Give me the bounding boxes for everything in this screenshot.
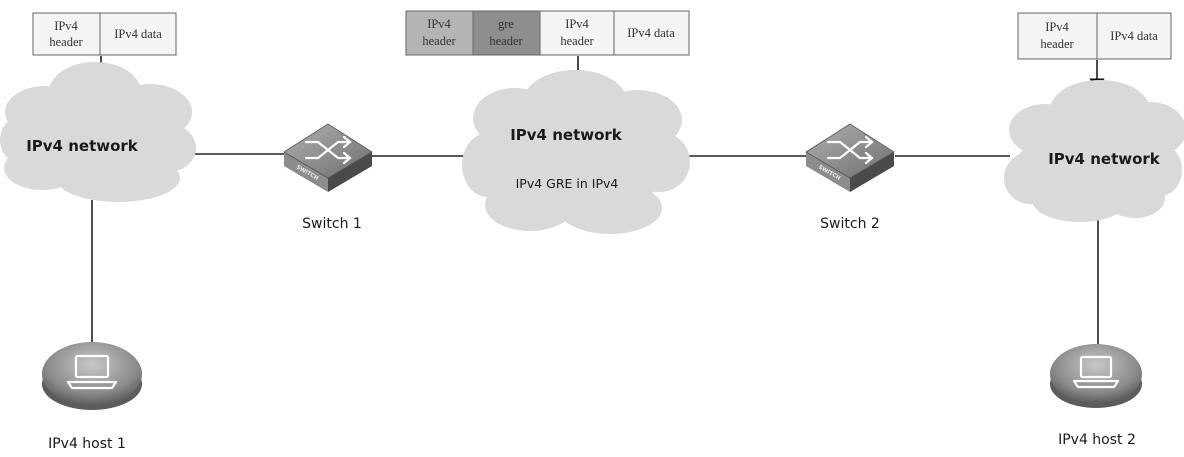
- packet-left-cell-1: [99, 12, 177, 56]
- cloud-right: IPv4 network: [1004, 80, 1184, 222]
- packet-middle-cell-1: [472, 10, 541, 56]
- cloud-left-shape: [0, 62, 196, 202]
- packet-middle: IPv4 header gre header IPv4 header IPv4 …: [405, 10, 690, 56]
- switch-2-side-right: [850, 152, 894, 192]
- switch-1-side-left: [284, 152, 328, 192]
- links: [91, 153, 1099, 345]
- host-1-laptop-icon: [42, 342, 142, 410]
- packet-right: IPv4 header IPv4 data: [1017, 12, 1172, 60]
- packet-left-label-1a: IPv4 data: [114, 27, 162, 41]
- packet-middle-cell-3: [613, 10, 690, 56]
- packet-middle-label-2a: IPv4: [565, 17, 589, 31]
- switch-1-icon: SWITCH: [283, 123, 373, 192]
- packet-middle-label-3a: IPv4 data: [627, 26, 675, 40]
- host-2: IPv4 host 2: [1050, 344, 1142, 448]
- switch-2-arrows-icon: [826, 135, 874, 165]
- packet-middle-label-1a: gre: [498, 17, 514, 31]
- host-1-disc: [42, 342, 142, 406]
- switch-2: SWITCH Switch 2: [805, 123, 895, 232]
- host-1-label: IPv4 host 1: [48, 436, 126, 452]
- switch-1-label: Switch 1: [302, 216, 362, 232]
- host-1: IPv4 host 1: [42, 342, 142, 452]
- packet-left-label-0a: IPv4: [54, 19, 78, 33]
- packet-left-cell-0: [32, 12, 101, 56]
- switch-1: SWITCH Switch 1: [283, 123, 373, 232]
- switch-1-arrows-icon: [304, 135, 352, 165]
- packet-left: IPv4 header IPv4 data: [32, 12, 177, 56]
- packet-right-cell-1: [1096, 12, 1172, 60]
- packet-middle-label-2b: header: [560, 34, 594, 48]
- packet-middle-label-0a: IPv4: [427, 17, 451, 31]
- cloud-right-title: IPv4 network: [1048, 150, 1161, 168]
- packet-left-label-0b: header: [49, 35, 83, 49]
- packet-middle-cell-0: [405, 10, 474, 56]
- packet-right-label-0b: header: [1040, 37, 1074, 51]
- packet-right-label-1a: IPv4 data: [1110, 29, 1158, 43]
- packet-middle-label-1b: header: [489, 34, 523, 48]
- switch-1-side-right: [328, 152, 372, 192]
- cloud-left: IPv4 network: [0, 62, 196, 202]
- cloud-middle-shape: [462, 70, 690, 234]
- cloud-middle: IPv4 network IPv4 GRE in IPv4: [462, 70, 690, 234]
- switch-2-label: Switch 2: [820, 216, 880, 232]
- cloud-right-shape: [1004, 80, 1184, 222]
- switch-2-side-left: [806, 152, 850, 192]
- host-2-label: IPv4 host 2: [1058, 432, 1136, 448]
- cloud-middle-subtitle: IPv4 GRE in IPv4: [516, 176, 619, 191]
- cloud-middle-title: IPv4 network: [510, 126, 623, 144]
- packet-right-label-0a: IPv4: [1045, 20, 1069, 34]
- packet-middle-label-0b: header: [422, 34, 456, 48]
- cloud-left-title: IPv4 network: [26, 137, 139, 155]
- host-2-disc: [1050, 344, 1142, 404]
- switch-2-icon: SWITCH: [805, 123, 895, 192]
- host-2-laptop-icon: [1050, 344, 1142, 408]
